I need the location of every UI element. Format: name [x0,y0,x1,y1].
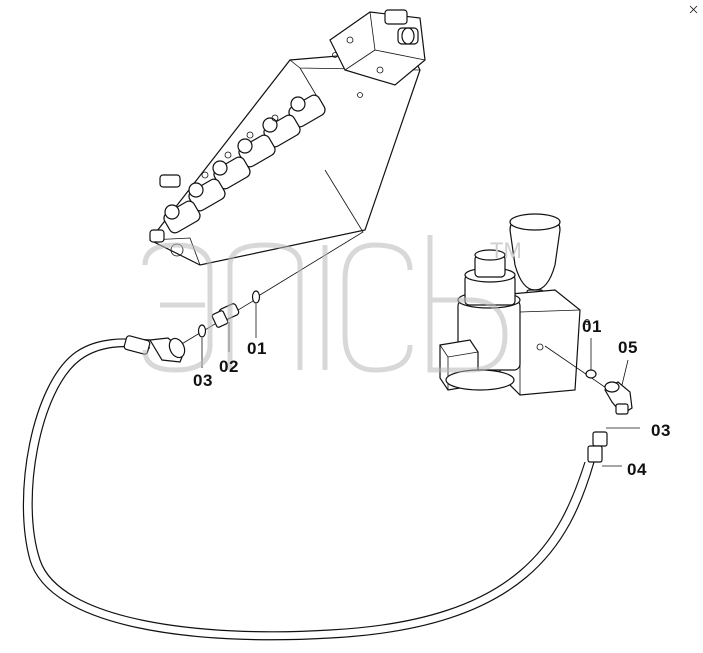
right-fittings [585,338,640,467]
callout-left-01: 01 [247,339,267,358]
callout-right-01: 01 [582,317,602,336]
watermark-tm: TM [490,238,522,263]
callout-left-02: 02 [219,357,239,376]
hose-fitting-right [587,431,608,463]
elbow-05 [604,381,633,415]
o-ring-01-right [585,369,597,379]
watermark-logo: TM [142,235,522,373]
o-ring-01-left [251,290,261,304]
accumulator-valve-block [439,213,590,396]
corner-mark-icon [689,5,698,14]
o-ring-03-left [197,324,207,338]
callout-right-05: 05 [618,338,638,357]
callout-left-03: 03 [193,371,213,390]
adapter-02 [211,303,240,328]
callout-right-03: 03 [651,421,671,440]
callout-right-04: 04 [627,460,647,479]
control-valve-assembly [149,9,426,266]
hydraulic-hose-04 [22,335,595,641]
